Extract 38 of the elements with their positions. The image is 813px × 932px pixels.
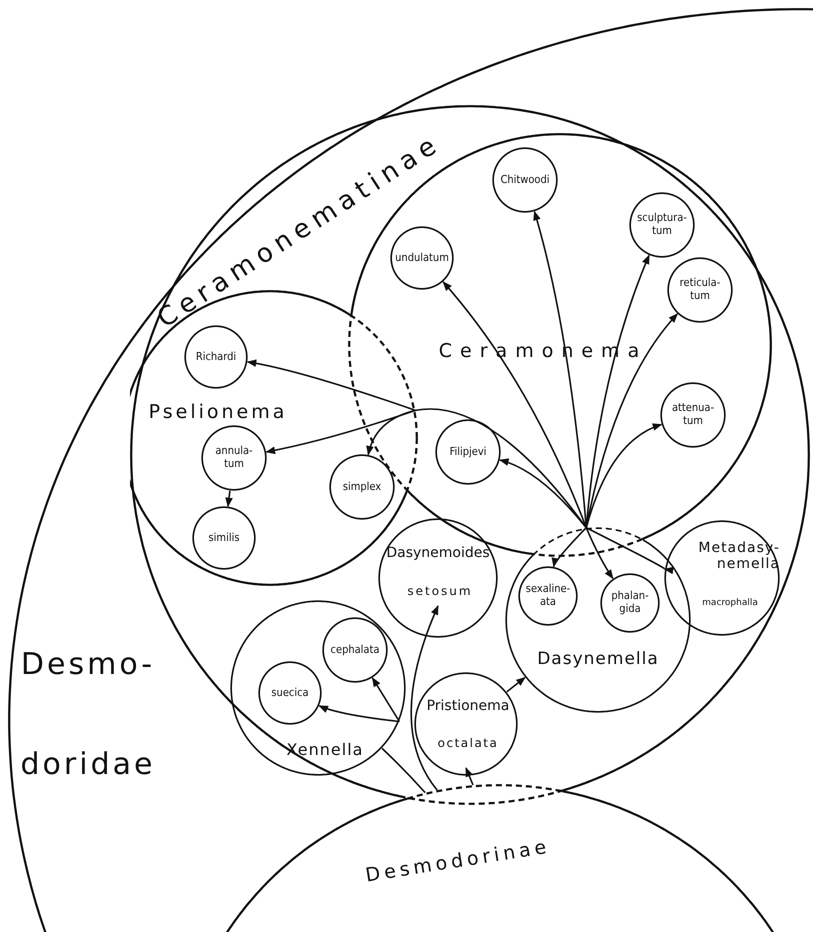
arrow [246,360,416,412]
arrow [366,410,416,456]
arrow [585,313,678,528]
arrow [585,254,650,528]
species-name: attenua- tum [670,402,716,428]
species-name: cephalata [330,644,380,656]
family-name: Desmo- doridae [20,646,156,784]
arrow [318,705,400,722]
species-name: similis [208,532,240,544]
genus-name: Pristionema [426,698,510,714]
arrow [499,458,587,528]
species-name: annula- tum [214,445,254,471]
genus-name: Xennella [286,740,364,760]
arrow [372,677,400,722]
species-name: Filipjevi [448,446,488,458]
species-name: macrophalla [701,598,759,608]
branch-line [415,408,587,528]
species-name: suecica [270,686,310,700]
species-name: simplex [342,480,382,494]
arrow [506,676,526,692]
species-name: reticula- tum [678,277,722,303]
species-name: phalan- gida [610,590,650,616]
genus-name: Dasynemoides [385,544,491,562]
species-name: Richardi [194,350,238,364]
arrow [586,424,662,528]
genus-name: Dasynemella [536,650,660,670]
species-name: sculptura- tum [636,212,688,238]
genus-name: Pselionema [148,402,288,424]
arrow [465,767,474,786]
arrow [552,527,587,568]
species-name: sexaline- ata [524,583,572,609]
branch-line [381,748,426,794]
arrow [410,605,439,791]
species-name: Chitwoodi [499,174,551,186]
species-name: setosum [406,585,474,599]
arrow [266,410,416,454]
species-name: octalata [436,737,500,751]
arrow [225,490,233,508]
